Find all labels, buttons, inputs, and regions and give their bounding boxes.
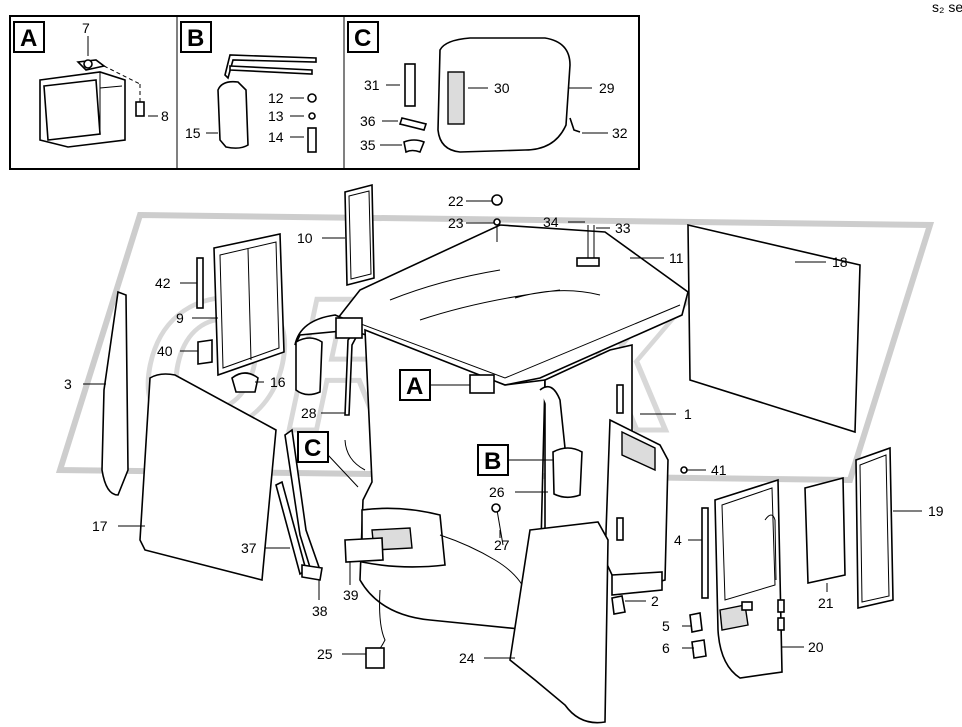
label-4: 4 bbox=[674, 532, 682, 548]
cab-assembly bbox=[294, 194, 689, 724]
glass-17 bbox=[139, 373, 277, 582]
mirror-right bbox=[552, 447, 583, 499]
inset-a-letter: A bbox=[20, 25, 37, 52]
callout-c: C bbox=[297, 431, 359, 488]
label-21: 21 bbox=[818, 595, 834, 611]
label-12: 12 bbox=[268, 90, 284, 106]
label-29: 29 bbox=[599, 80, 615, 96]
label-36: 36 bbox=[360, 113, 376, 129]
front-glass-24 bbox=[509, 521, 609, 724]
label-6: 6 bbox=[662, 640, 670, 656]
label-3: 3 bbox=[64, 376, 72, 392]
label-40: 40 bbox=[157, 343, 173, 359]
label-10: 10 bbox=[297, 230, 313, 246]
label-33: 33 bbox=[615, 220, 631, 236]
label-14: 14 bbox=[268, 129, 284, 145]
part-labels: 1 2 3 4 5 6 9 10 11 16 17 18 19 20 21 22… bbox=[64, 193, 944, 666]
label-35: 35 bbox=[360, 137, 376, 153]
label-13: 13 bbox=[268, 108, 284, 124]
label-34: 34 bbox=[543, 214, 559, 230]
glass-3 bbox=[101, 290, 129, 496]
inset-b: B 12 13 14 15 bbox=[180, 21, 317, 153]
callout-b: B bbox=[477, 444, 553, 476]
label-17: 17 bbox=[92, 518, 108, 534]
glass-21 bbox=[804, 476, 846, 584]
corner-mark: s₂ seo bbox=[932, 0, 962, 15]
label-32: 32 bbox=[612, 125, 628, 141]
label-42: 42 bbox=[155, 275, 171, 291]
label-39: 39 bbox=[343, 587, 359, 603]
label-15: 15 bbox=[185, 125, 201, 141]
label-38: 38 bbox=[312, 603, 328, 619]
callout-a-letter: A bbox=[406, 373, 423, 400]
door-20 bbox=[714, 478, 783, 679]
callout-b-letter: B bbox=[484, 448, 501, 475]
label-27: 27 bbox=[494, 537, 510, 553]
label-18: 18 bbox=[832, 254, 848, 270]
callout-a: A bbox=[399, 369, 470, 401]
label-9: 9 bbox=[176, 310, 184, 326]
label-1: 1 bbox=[684, 406, 692, 422]
inset-a: A 7 8 bbox=[13, 20, 169, 148]
inset-panel-frame bbox=[9, 15, 640, 170]
label-26: 26 bbox=[489, 484, 505, 500]
label-25: 25 bbox=[317, 646, 333, 662]
label-19: 19 bbox=[928, 503, 944, 519]
label-20: 20 bbox=[808, 639, 824, 655]
inset-c-letter: C bbox=[354, 25, 371, 52]
label-37: 37 bbox=[241, 540, 257, 556]
label-11: 11 bbox=[669, 250, 684, 266]
label-31: 31 bbox=[364, 77, 380, 93]
inset-c: C 31 30 29 36 35 32 bbox=[347, 21, 628, 154]
inset-b-letter: B bbox=[187, 25, 204, 52]
label-24: 24 bbox=[459, 650, 475, 666]
label-41: 41 bbox=[711, 462, 727, 478]
glass-18 bbox=[687, 223, 861, 434]
glass-10 bbox=[344, 183, 375, 287]
sunshade-29 bbox=[437, 37, 571, 153]
callout-c-letter: C bbox=[304, 435, 321, 462]
label-30: 30 bbox=[494, 80, 510, 96]
label-5: 5 bbox=[662, 618, 670, 634]
leader-lines bbox=[83, 200, 922, 659]
label-23: 23 bbox=[448, 215, 464, 231]
label-2: 2 bbox=[651, 593, 659, 609]
mirror-15 bbox=[217, 80, 249, 149]
mirror-left bbox=[295, 337, 323, 396]
label-8: 8 bbox=[161, 108, 169, 124]
label-28: 28 bbox=[301, 405, 317, 421]
label-16: 16 bbox=[270, 374, 286, 390]
label-7: 7 bbox=[82, 20, 90, 36]
label-22: 22 bbox=[448, 193, 464, 209]
glass-19 bbox=[855, 446, 894, 610]
